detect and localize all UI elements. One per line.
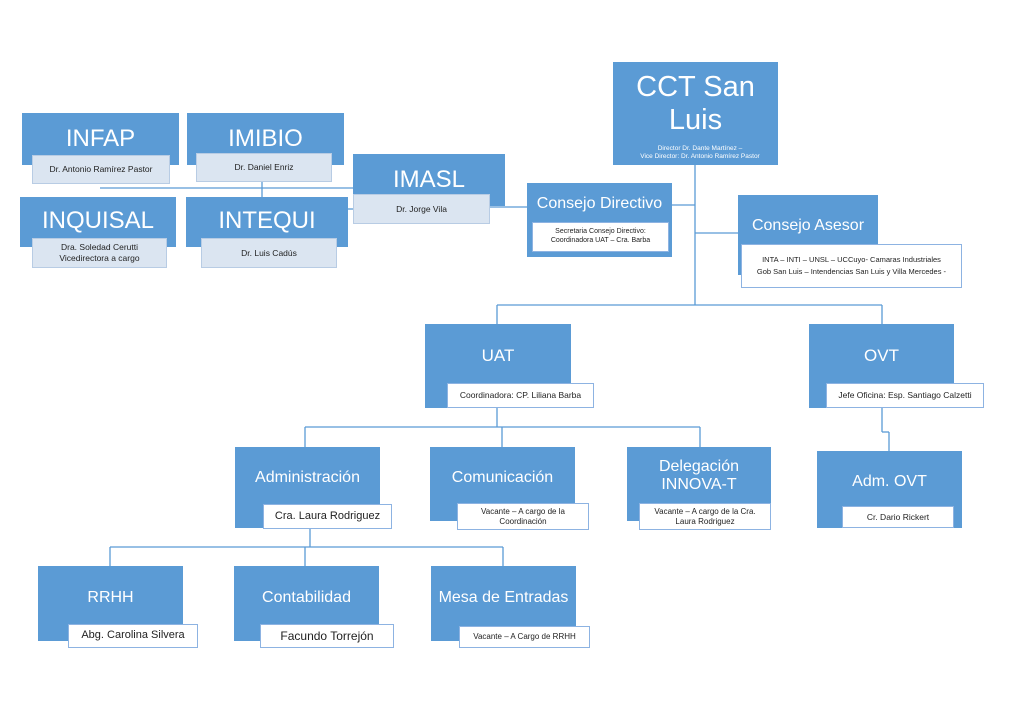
imasl-label: Dr. Jorge Vila [353, 194, 490, 224]
contabilidad-title: Contabilidad [262, 589, 351, 606]
consejo-directivo-label: Secretaria Consejo Directivo: Coordinado… [532, 222, 669, 252]
delegacion-line2: Laura Rodriguez [675, 516, 735, 526]
rrhh-responsable: Abg. Carolina Silvera [81, 629, 185, 642]
infap-director: Dr. Antonio Ramírez Pastor [49, 164, 153, 175]
uat-coordinadora: Coordinadora: CP. Liliana Barba [459, 390, 582, 401]
mesa-title: Mesa de Entradas [438, 589, 569, 606]
ovt-label: Jefe Oficina: Esp. Santiago Calzetti [826, 383, 984, 408]
delegacion-title-line1: Delegación [658, 458, 740, 475]
uat-label: Coordinadora: CP. Liliana Barba [447, 383, 594, 408]
administracion-responsable: Cra. Laura Rodriguez [274, 509, 381, 522]
consejo-directivo-title: Consejo Directivo [536, 195, 663, 212]
consejo-asesor-line2: Gob San Luis – Intendencias San Luis y V… [756, 267, 947, 276]
consejo-asesor-title: Consejo Asesor [751, 217, 865, 234]
rrhh-title: RRHH [87, 589, 134, 606]
comunicacion-line1: Vacante – A cargo de la [481, 506, 565, 516]
infap-label: Dr. Antonio Ramírez Pastor [32, 155, 170, 184]
consejo-asesor-line1: INTA – INTI – UNSL – UCCuyo- Camaras Ind… [762, 255, 941, 264]
node-cct-label: Director Dr. Dante Martínez – Vice Direc… [620, 141, 780, 165]
ovt-jefe: Jefe Oficina: Esp. Santiago Calzetti [838, 390, 972, 401]
imibio-title: IMIBIO [228, 125, 303, 152]
inquisal-title: INQUISAL [41, 207, 155, 234]
intequi-title: INTEQUI [218, 207, 316, 234]
consejo-directivo-line1: Secretaria Consejo Directivo: [555, 228, 646, 236]
infap-title: INFAP [65, 125, 136, 152]
cct-vice-director: Vice Director: Dr. Antonio Ramírez Pasto… [640, 153, 760, 160]
uat-title: UAT [481, 346, 515, 365]
ovt-title: OVT [864, 346, 899, 365]
node-cct-title: CCT San Luis [636, 71, 755, 136]
imasl-director: Dr. Jorge Vila [396, 203, 447, 214]
inquisal-label: Dra. Soledad Cerutti Vicedirectora a car… [32, 238, 167, 268]
contabilidad-label: Facundo Torrejón [260, 624, 394, 648]
inquisal-line1: Dra. Soledad Cerutti [60, 242, 138, 253]
mesa-label: Vacante – A Cargo de RRHH [459, 626, 590, 648]
mesa-responsable: Vacante – A Cargo de RRHH [473, 632, 576, 641]
imasl-title: IMASL [392, 166, 466, 193]
administracion-title: Administración [255, 469, 360, 486]
intequi-director: Dr. Luis Cadús [241, 247, 297, 258]
consejo-directivo-line2: Coordinadora UAT – Cra. Barba [550, 237, 651, 244]
imibio-label: Dr. Daniel Enriz [196, 153, 332, 182]
inquisal-line2: Vicedirectora a cargo [59, 253, 140, 263]
comunicacion-label: Vacante – A cargo de la Coordinación [457, 503, 589, 530]
rrhh-label: Abg. Carolina Silvera [68, 624, 198, 648]
adm-ovt-label: Cr. Dario Rickert [842, 506, 954, 528]
imibio-director: Dr. Daniel Enriz [234, 162, 294, 173]
node-cct-san-luis: CCT San Luis [613, 62, 778, 165]
intequi-label: Dr. Luis Cadús [201, 238, 337, 268]
comunicacion-line2: Coordinación [499, 516, 547, 526]
delegacion-title-line2: INNOVA-T [661, 476, 737, 493]
delegacion-line1: Vacante – A cargo de la Cra. [654, 506, 756, 516]
administracion-label: Cra. Laura Rodriguez [263, 504, 392, 529]
contabilidad-responsable: Facundo Torrejón [280, 628, 374, 643]
comunicacion-title: Comunicación [451, 469, 554, 486]
cct-director: Director Dr. Dante Martínez – [657, 144, 743, 152]
consejo-asesor-label: INTA – INTI – UNSL – UCCuyo- Camaras Ind… [741, 244, 962, 288]
delegacion-label: Vacante – A cargo de la Cra. Laura Rodri… [639, 503, 771, 530]
adm-ovt-responsable: Cr. Dario Rickert [866, 511, 930, 522]
adm-ovt-title: Adm. OVT [852, 473, 927, 490]
